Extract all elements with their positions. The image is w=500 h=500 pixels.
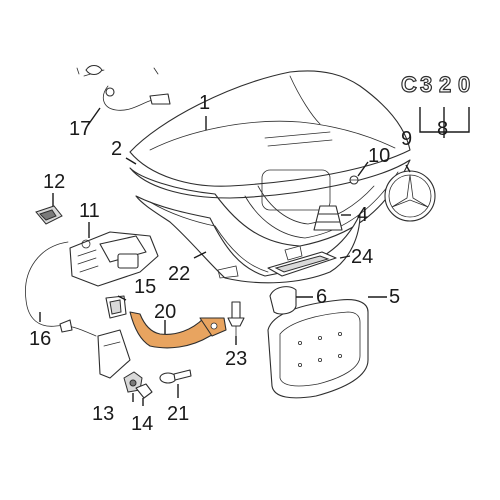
callout-2: 2	[111, 138, 122, 160]
callout-22: 22	[168, 263, 190, 285]
bracket-part-20-highlighted	[129, 311, 227, 349]
badge-digit-0: 0	[458, 72, 470, 97]
callout-14: 14	[131, 413, 153, 435]
badge-digit-3: 3	[420, 72, 432, 97]
emblem-part-9	[384, 170, 436, 222]
screw-part-23	[227, 301, 245, 341]
bumper-stop-part-4	[313, 205, 343, 231]
callout-13: 13	[92, 403, 114, 425]
bolt-part-21	[159, 369, 192, 384]
license-plate-trim-part-5	[267, 299, 369, 399]
badge-letter-c: C	[401, 72, 417, 97]
callout-labels: 1 2 4 5 6 8 9 10 12 11 15 16 17 20 22 23…	[29, 92, 448, 435]
cover-cap-part-6	[269, 286, 297, 315]
callout-21: 21	[167, 403, 189, 425]
callout-5: 5	[389, 286, 400, 308]
model-badge-part-8: C 3 2 0	[400, 71, 470, 97]
callout-20: 20	[154, 301, 176, 323]
callout-1: 1	[199, 92, 210, 114]
cable-part-17	[76, 64, 171, 111]
latch-actuator-part-11	[69, 231, 159, 287]
callout-16: 16	[29, 328, 51, 350]
striker-part-15	[97, 295, 131, 379]
clip-part-14	[135, 383, 153, 399]
callout-11: 11	[79, 200, 100, 222]
callout-10: 10	[368, 145, 390, 167]
callout-23: 23	[225, 348, 247, 370]
callout-24: 24	[351, 246, 373, 268]
callout-6: 6	[316, 286, 327, 308]
callout-9: 9	[401, 128, 412, 150]
leader-lines	[39, 107, 470, 406]
callout-12: 12	[43, 171, 65, 193]
badge-digit-2: 2	[439, 72, 451, 97]
license-lamp-part-24	[267, 251, 337, 277]
trunk-lid-part-1	[129, 70, 411, 187]
trunk-lid-frame-part-22	[135, 195, 361, 284]
callout-17: 17	[69, 118, 91, 140]
release-cable-part-16	[25, 241, 97, 337]
callout-4: 4	[357, 204, 368, 226]
lock-cylinder-part-12	[35, 205, 63, 225]
callout-8: 8	[437, 118, 448, 140]
screw-part-10	[349, 175, 359, 185]
callout-15: 15	[134, 276, 156, 298]
